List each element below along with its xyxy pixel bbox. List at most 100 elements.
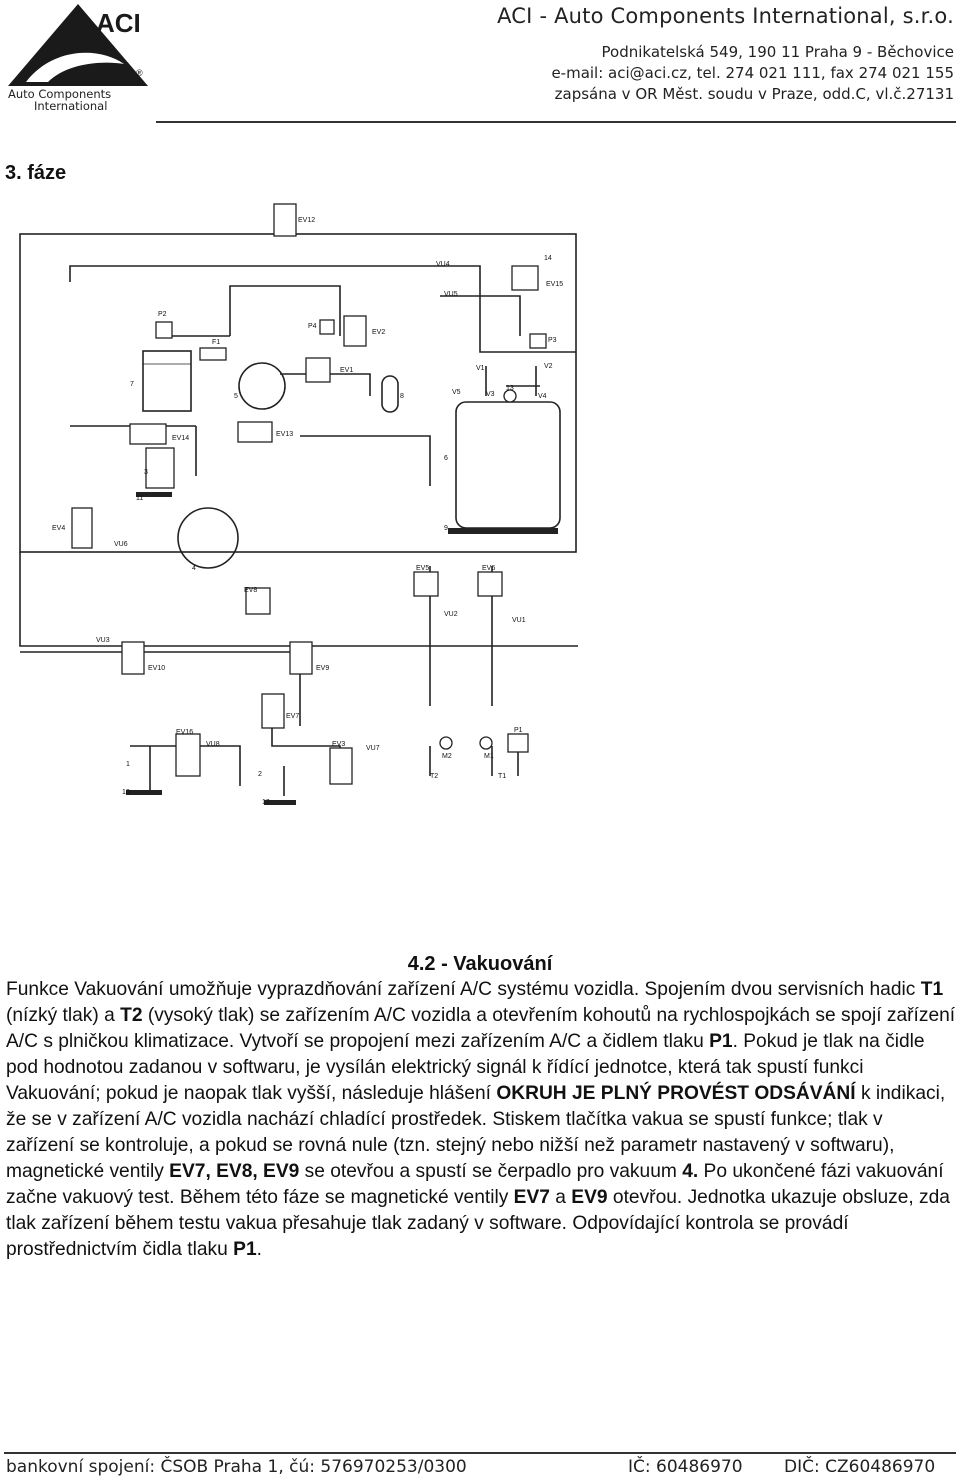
gauges: [439, 389, 517, 750]
text-run: se otevřou a spustí se čerpadlo pro vaku…: [299, 1161, 683, 1182]
diagram-label: EV6: [482, 565, 495, 572]
valve-ev7: [261, 693, 285, 729]
diagram-label: 7: [130, 381, 134, 388]
valve-ev5: [413, 571, 439, 597]
footer-dic: DIČ: CZ60486970: [784, 1457, 936, 1477]
diagram-label: VU8: [206, 741, 220, 748]
diagram-label: EV8: [244, 587, 257, 594]
valve-ev9: [289, 641, 313, 675]
diagram-label: VU2: [444, 611, 458, 618]
gauge-m2: [439, 736, 453, 750]
tank-6: [455, 401, 561, 529]
bold-term: T2: [120, 1005, 143, 1026]
oil-separator-8: [381, 375, 399, 413]
pipe-ev10-ev9: [20, 651, 301, 726]
diagram-label: P1: [514, 727, 523, 734]
aci-logo: ACI ®: [8, 4, 148, 86]
diagram-label: EV1: [340, 367, 353, 374]
diagram-label: 8: [400, 393, 404, 400]
vacuum-pump-4: [177, 507, 239, 569]
diagram-label: EV4: [52, 525, 65, 532]
phase-heading: 3. fáze: [5, 162, 67, 184]
logo-brand: ACI: [96, 8, 141, 38]
compressor-5: [238, 362, 286, 410]
valve-ev13: [237, 421, 273, 443]
text-run: . Pokud je tlak na čidle pod hodnotou za…: [6, 1031, 925, 1104]
logo-caption-line-1: Auto Components: [8, 87, 112, 101]
diagram-label: T1: [498, 773, 506, 780]
diagram-label: V4: [538, 393, 547, 400]
diagram-label: T2: [430, 773, 438, 780]
sensor-p3: [529, 333, 547, 349]
gauge-13: [503, 389, 517, 403]
pipe-top-loop: [69, 265, 576, 353]
pipe-m2-m1: [429, 746, 519, 776]
text-run: (vysoký tlak) se zařízením A/C vozidla a…: [6, 1005, 956, 1052]
footer-bank: bankovní spojení: ČSOB Praha 1, čú: 5769…: [6, 1457, 467, 1477]
footer-divider: [4, 1452, 956, 1454]
registered-mark: ®: [136, 68, 143, 78]
logo-caption: Auto Components International: [8, 88, 111, 112]
text-run: Funkce Vakuování umožňuje vyprazdňování …: [6, 979, 921, 1000]
diagram-label: 3: [144, 469, 148, 476]
bold-term: T1: [920, 979, 944, 1000]
pipe-mid: [229, 285, 341, 336]
bold-term: EV7: [513, 1187, 550, 1208]
diagram-label: EV9: [316, 665, 329, 672]
pipe-frame-left: [19, 233, 577, 553]
pipe-tank-links: [485, 366, 540, 396]
diagram-label: VU3: [96, 637, 110, 644]
diagram-label: V5: [452, 389, 461, 396]
scale-11: [136, 492, 172, 497]
letterhead: ACI ® Auto Components International ACI …: [0, 0, 960, 124]
diagram-label: M1: [484, 753, 494, 760]
diagram-label: F1: [212, 339, 220, 346]
diagram-label: V2: [544, 363, 553, 370]
diagram-label: P4: [308, 323, 317, 330]
diagram-label: EV2: [372, 329, 385, 336]
valve-ev8: [245, 587, 271, 615]
text-run: otevřou. Jednotka ukazuje obsluze, zda t…: [6, 1187, 950, 1260]
logo-caption-line-2: International: [34, 99, 108, 113]
pipe-ev16: [130, 745, 241, 786]
diagram-label: EV12: [298, 217, 315, 224]
diagram-label: EV7: [286, 713, 299, 720]
diagram-label: VU1: [512, 617, 526, 624]
valve-ev10: [121, 641, 145, 675]
valve-ev12: [273, 203, 297, 237]
bold-term: P1: [233, 1239, 257, 1260]
diagram-label: EV14: [172, 435, 189, 442]
diagram-label: 1: [126, 761, 130, 768]
diagram-label: VU7: [366, 745, 380, 752]
diagram-label: 10: [122, 789, 130, 796]
footer-ic: IČ: 60486970: [628, 1457, 743, 1477]
section-body: Funkce Vakuování umožňuje vyprazdňování …: [6, 977, 956, 1263]
scale-12: [264, 800, 296, 805]
section-title: 4.2 - Vakuování: [407, 953, 553, 975]
pipe-ev15-branch: [440, 295, 521, 336]
filter-f1: [199, 347, 227, 361]
valve-ev15: [511, 265, 539, 291]
bottle-3: [145, 447, 175, 489]
bold-term: EV9: [571, 1187, 608, 1208]
bold-term: EV7, EV8, EV9: [169, 1161, 300, 1182]
diagram-label: 4: [192, 565, 196, 572]
pipe-bottom-line: [19, 552, 578, 647]
diagram-label: VU6: [114, 541, 128, 548]
sensor-p1: [507, 733, 529, 753]
valve-ev14: [129, 423, 167, 445]
text-run: .: [256, 1239, 262, 1260]
valve-ev2: [343, 315, 367, 347]
diagram-label: EV5: [416, 565, 429, 572]
diagram-label: VU4: [436, 261, 450, 268]
bold-term: 4.: [682, 1161, 699, 1182]
diagram-label: EV3: [332, 741, 345, 748]
scale-9: [448, 528, 558, 534]
diagram-label: 11: [136, 495, 143, 502]
text-run: Po ukončené fázi vakuování začne vakuový…: [6, 1161, 944, 1208]
valve-ev1: [305, 357, 331, 383]
company-info: ACI - Auto Components International, s.r…: [497, 4, 954, 105]
logo-swoosh: [26, 52, 124, 82]
